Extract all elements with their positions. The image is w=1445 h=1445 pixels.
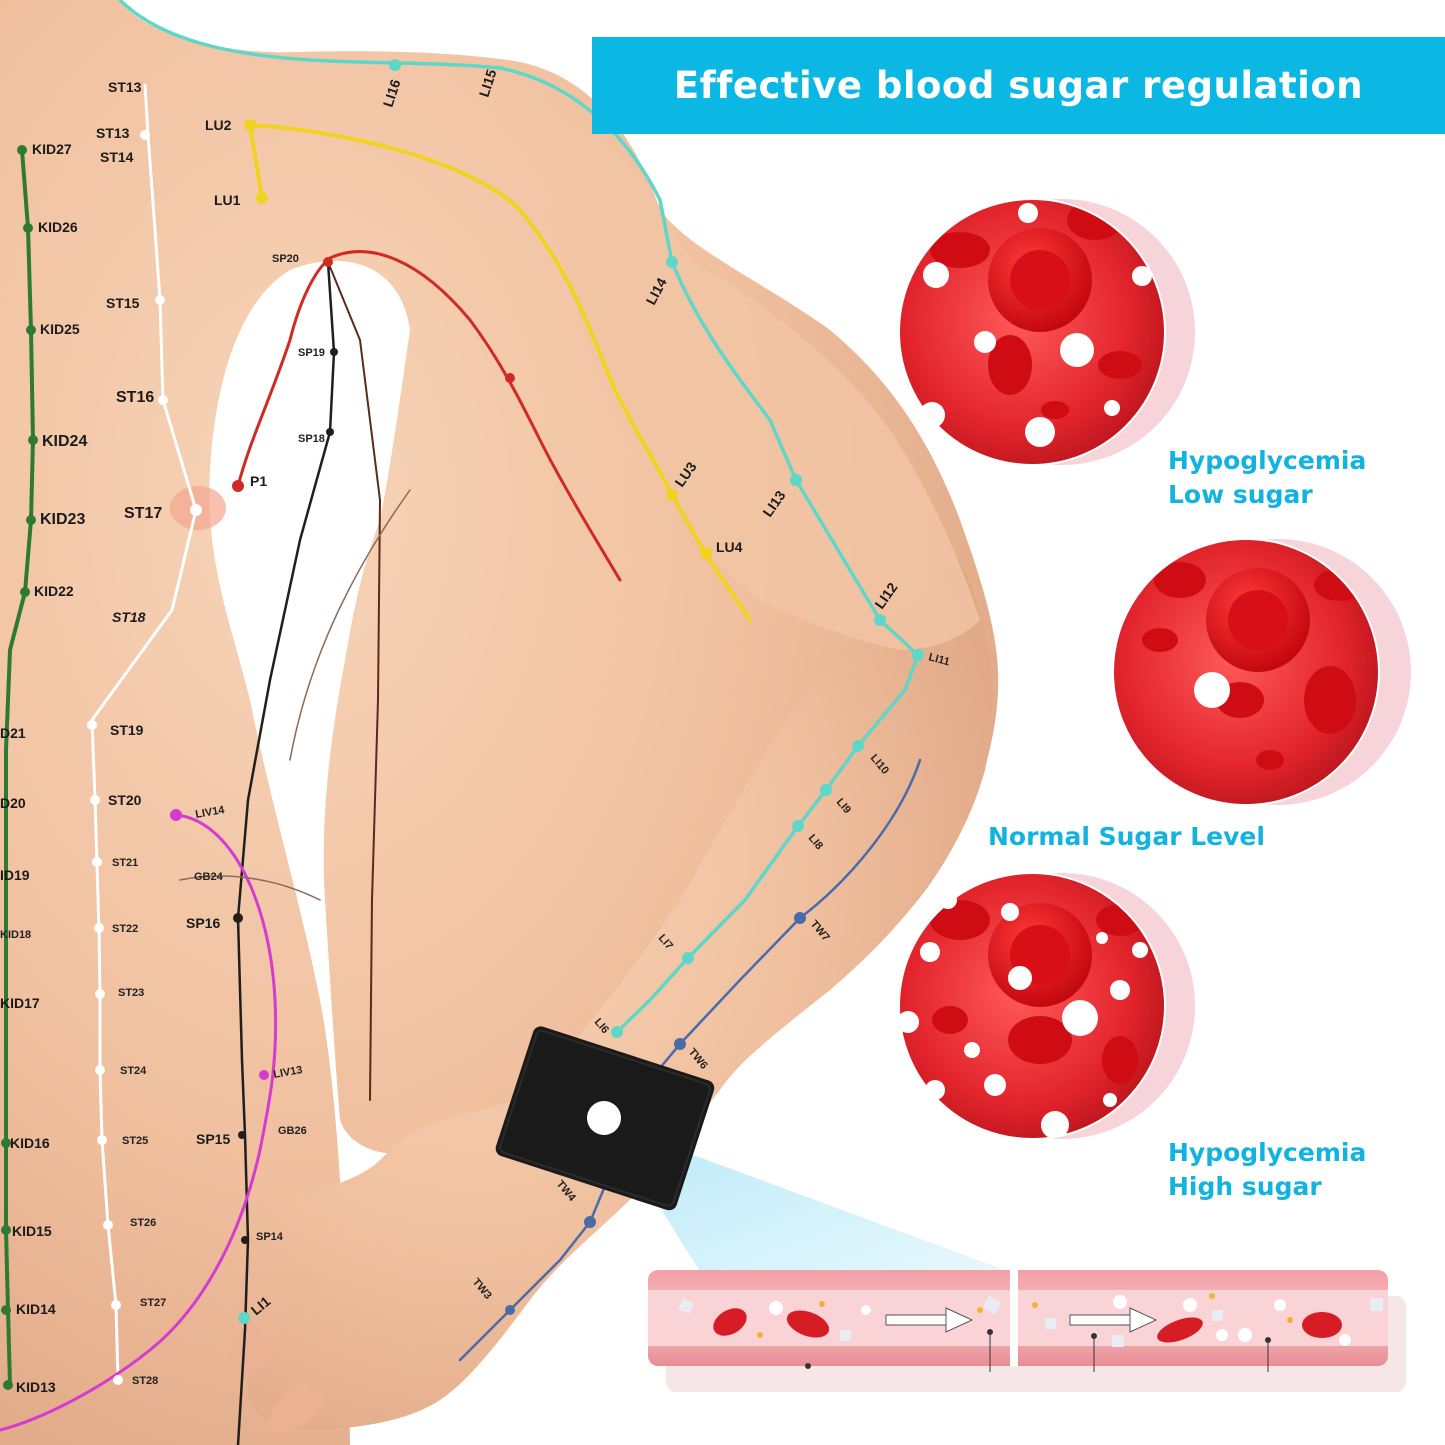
finger (268, 1380, 330, 1433)
label-st14: ST14 (100, 149, 134, 165)
blood-vessel-diagram (648, 1270, 1406, 1392)
label-sp18: SP18 (298, 433, 325, 445)
label-kid20: D20 (0, 795, 26, 811)
label-kid17: KID17 (0, 995, 40, 1011)
label-liv13: LIV13 (272, 1064, 303, 1081)
label-sp20: SP20 (272, 253, 299, 265)
gallbladder-meridian (179, 875, 321, 901)
label-kid13: KID13 (16, 1379, 56, 1395)
title-banner: Effective blood sugar regulation (592, 37, 1445, 134)
label-st15: ST15 (106, 295, 140, 311)
label-gb24: GB24 (194, 871, 224, 883)
label-kid27: KID27 (32, 141, 72, 157)
label-liv14: LIV14 (194, 804, 226, 821)
kidney-meridian (4, 148, 36, 1387)
label-kid22: KID22 (34, 583, 74, 599)
label-lu2: LU2 (205, 117, 232, 133)
blood-circle-low-sugar (898, 198, 1195, 466)
spleen-meridian (236, 260, 336, 1445)
label-lu1: LU1 (214, 192, 241, 208)
body-figure (0, 0, 999, 1445)
caption-low-sugar-line1: Hypoglycemia (1168, 446, 1367, 475)
label-kid26: KID26 (38, 219, 78, 235)
forearm-hand (244, 560, 992, 1430)
label-st27: ST27 (140, 1297, 166, 1309)
blood-circle-normal (1112, 538, 1411, 806)
label-kid14: KID14 (16, 1301, 56, 1317)
label-li11: LI11 (927, 651, 951, 668)
label-kid25: KID25 (40, 321, 80, 337)
label-kid23: KID23 (40, 511, 85, 528)
spleen-meridian-branch (327, 261, 382, 1101)
label-sp15: SP15 (196, 1131, 230, 1147)
label-st24: ST24 (120, 1065, 147, 1077)
label-kid15: KID15 (12, 1223, 52, 1239)
label-kid24: KID24 (42, 433, 87, 450)
caption-normal-line: Normal Sugar Level (988, 822, 1265, 851)
upper-arm (550, 120, 980, 650)
label-kid19: ID19 (0, 867, 30, 883)
label-sp19: SP19 (298, 347, 325, 359)
label-st22: ST22 (112, 923, 138, 935)
label-st25: ST25 (122, 1135, 148, 1147)
label-kid21: D21 (0, 725, 26, 741)
label-st19: ST19 (110, 722, 144, 738)
label-st23: ST23 (118, 987, 144, 999)
label-st13b: ST13 (96, 125, 130, 141)
label-gb26: GB26 (278, 1125, 307, 1137)
gallbladder-meridian-2 (289, 489, 411, 761)
finger (226, 1320, 278, 1379)
label-lu4: LU4 (716, 539, 743, 555)
caption-high-sugar-line1: Hypoglycemia (1168, 1138, 1367, 1167)
caption-high-sugar-line2: High sugar (1168, 1172, 1322, 1201)
caption-normal: Normal Sugar Level (988, 820, 1265, 854)
caption-low-sugar: Hypoglycemia Low sugar (1168, 444, 1366, 512)
label-sp14: SP14 (256, 1231, 284, 1243)
caption-low-sugar-line2: Low sugar (1168, 480, 1313, 509)
label-sp16: SP16 (186, 915, 220, 931)
blood-circle-high-sugar (898, 872, 1195, 1140)
caption-high-sugar: Hypoglycemia High sugar (1168, 1136, 1366, 1204)
meridian-label-group: LU2 LU1 LU3 LU4 SP20 SP19 SP18 SP16 SP15… (0, 67, 951, 1395)
label-kid18: KID18 (0, 929, 31, 941)
liver-meridian (0, 813, 278, 1432)
label-st18: ST18 (112, 609, 146, 625)
flow-arrow-icon (1069, 1307, 1158, 1333)
label-st21: ST21 (112, 857, 138, 869)
pericardium-meridian (236, 250, 622, 582)
wristband (495, 1026, 715, 1211)
banner-title: Effective blood sugar regulation (673, 64, 1364, 107)
large-intestine-meridian (118, 0, 921, 1034)
label-p1: P1 (250, 473, 267, 489)
label-kid16: KID16 (10, 1135, 50, 1151)
pressure-stud (587, 1101, 621, 1135)
label-st17: ST17 (124, 505, 162, 522)
label-st28: ST28 (132, 1375, 158, 1387)
label-st13a: ST13 (108, 79, 142, 95)
label-st16: ST16 (116, 389, 154, 406)
meridian-points (1, 59, 924, 1390)
meridian-lines (0, 0, 922, 1445)
magnify-beam (606, 1120, 1010, 1272)
lung-meridian (247, 122, 752, 622)
label-st20: ST20 (108, 792, 142, 808)
flow-arrow-icon (885, 1307, 974, 1333)
label-st26: ST26 (130, 1217, 156, 1229)
